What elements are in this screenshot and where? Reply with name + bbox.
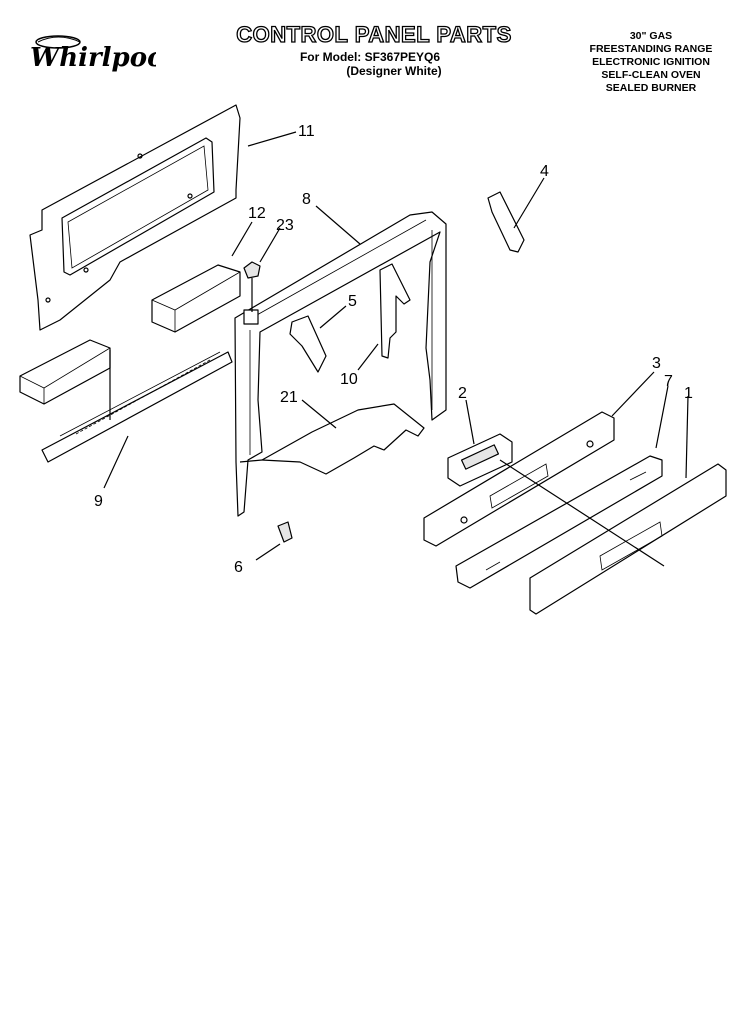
label-part-4: 4 [540,163,549,180]
spec-line-range: FREESTANDING RANGE [589,43,713,55]
part-23-clip [243,261,261,312]
label-part-3: 3 [652,355,661,372]
part-9-vent [19,339,233,463]
part-6-clip [277,521,293,543]
label-part-8: 8 [302,191,311,208]
label-part-2: 2 [458,385,467,402]
model-info: For Model: SF367PEYQ6 (Designer White) [280,50,460,78]
part-10-support [379,263,411,359]
svg-text:Whirlpool: Whirlpool [30,43,156,73]
part-1-glass [529,463,727,615]
page-title: CONTROL PANEL PARTS [236,21,512,47]
label-part-23: 23 [276,217,294,234]
spec-line-gas: 30" GAS [629,30,673,42]
label-part-1: 1 [684,385,693,402]
part-12-insulation [151,264,241,333]
part-11-rear-panel [29,104,241,331]
spec-block: 30" GAS FREESTANDING RANGE ELECTRONIC IG… [566,30,736,95]
label-part-11: 11 [298,123,315,140]
model-number: SF367PEYQ6 [364,50,441,64]
label-part-6: 6 [234,559,243,576]
label-part-21: 21 [280,389,298,406]
label-part-7: 7 [664,373,673,390]
part-8-frame [234,211,447,517]
part-2-control-board [447,433,513,487]
spec-line-oven: SELF-CLEAN OVEN [601,69,701,81]
spec-line-burner: SEALED BURNER [605,82,697,94]
label-part-5: 5 [348,293,357,310]
leader-lines [103,131,689,567]
label-part-9: 9 [94,493,103,510]
part-3-front-panel [423,411,615,547]
model-prefix: For Model: [299,50,362,64]
part-21-shield [239,403,425,475]
label-part-12: 12 [248,205,266,222]
part-7-trim [455,455,663,589]
label-part-10: 10 [340,371,358,388]
whirlpool-logo: Whirlpool [30,35,156,73]
model-color: (Designer White) [346,64,442,78]
part-5-bracket [289,315,327,373]
spec-line-ignition: ELECTRONIC IGNITION [592,56,710,68]
part-4-end-bracket [487,191,525,253]
